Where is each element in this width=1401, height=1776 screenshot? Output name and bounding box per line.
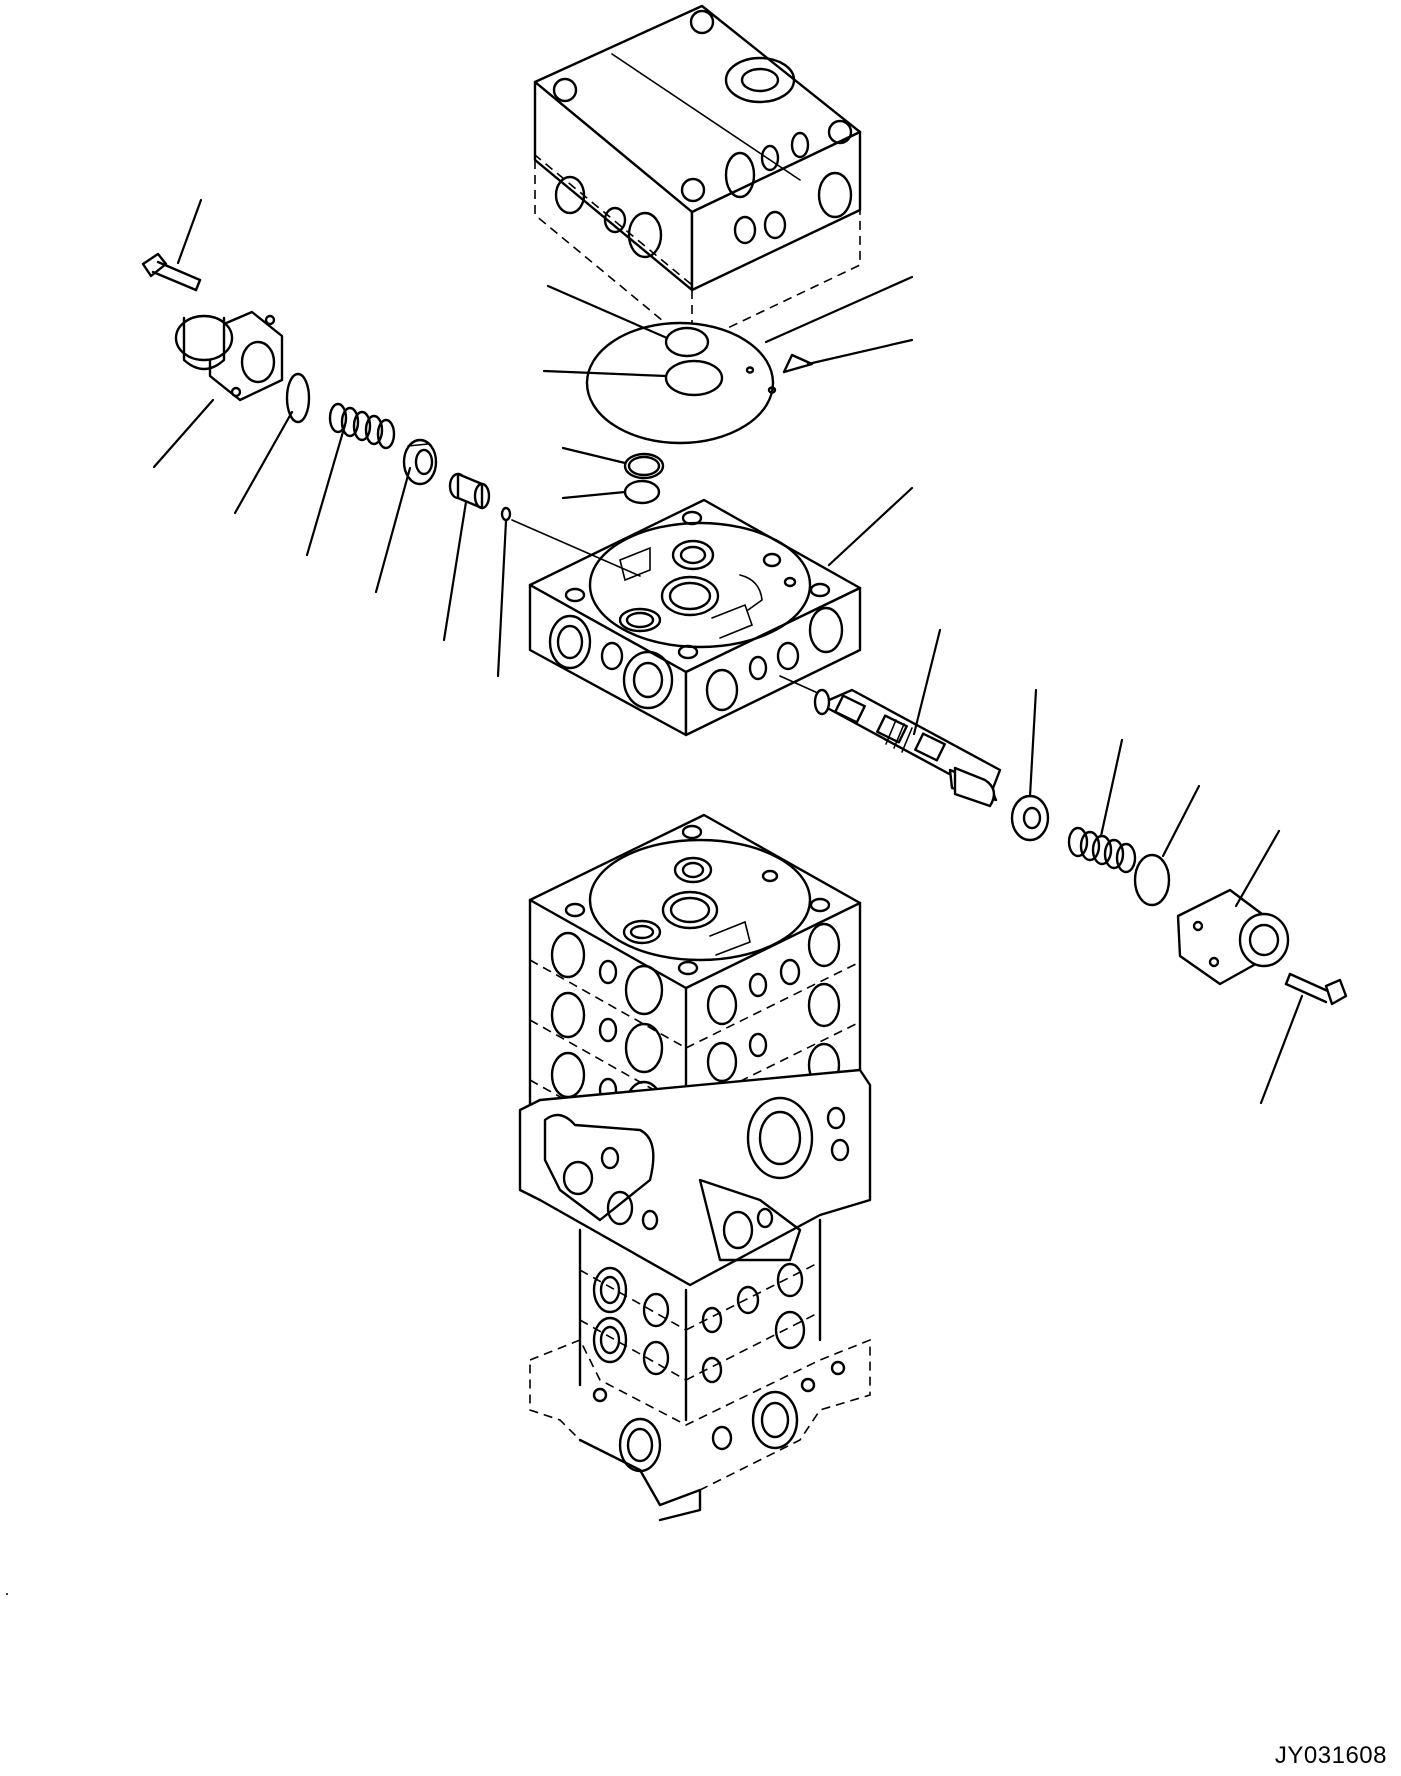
spring-left [328,402,396,450]
bolt-right [1284,972,1348,1006]
lower-valve-stack [518,813,872,1522]
retainer-left [402,438,438,486]
main-valve-section [528,498,862,737]
spring-case-left [174,310,284,402]
o-ring-left [285,372,311,424]
spool-axis-line-right [779,675,821,695]
o-ring-right [1133,853,1171,907]
spring-right [1067,826,1137,874]
spool [813,688,1002,808]
small-plug [500,506,512,522]
gasket-plate [585,321,814,445]
drawing-code: JY031608 [1274,1742,1387,1769]
retainer-right [1010,794,1050,842]
spring-case-right [1176,888,1290,986]
spool-axis-line [511,519,641,577]
upper-valve-section [533,4,862,346]
o-ring-center-1 [623,452,665,480]
o-ring-center-2 [623,479,661,505]
callout-leaders [152,198,1304,1105]
stray-mark [6,1593,8,1595]
bolt-left [141,252,202,292]
o-ring-center-1-inner [627,455,661,477]
stopper-left [448,472,491,510]
